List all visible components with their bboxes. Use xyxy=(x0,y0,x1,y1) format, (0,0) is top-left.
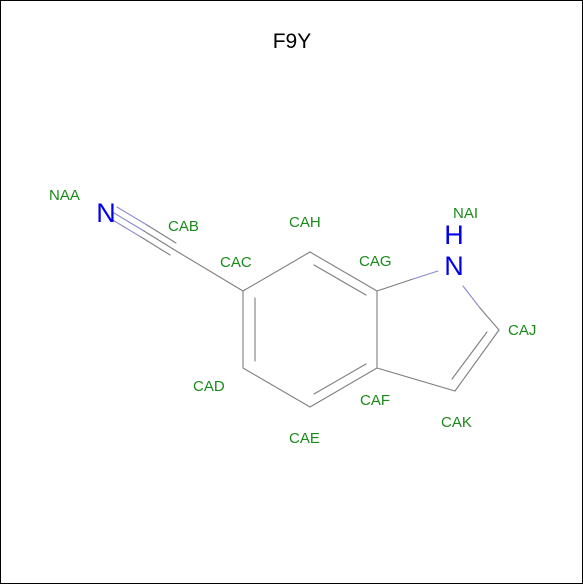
bond-caf-cae-inner xyxy=(313,363,367,395)
bond-naa-cab xyxy=(110,206,177,256)
bond-line xyxy=(146,224,177,244)
atom-label-cab: CAB xyxy=(168,218,199,235)
bond-cah-cag-inner xyxy=(313,264,367,296)
bond-line xyxy=(110,218,142,238)
bond-line xyxy=(143,230,174,250)
atom-label-cag: CAG xyxy=(359,253,392,270)
bond-nai-caj-c xyxy=(479,307,500,331)
atom-label-nai: NAI xyxy=(453,205,478,222)
ring-hydrogen-symbol: H xyxy=(444,220,464,250)
bond-line xyxy=(116,206,148,226)
bonds xyxy=(110,206,500,408)
bond-line xyxy=(113,212,145,232)
nitrile-nitrogen-symbol: N xyxy=(96,198,116,228)
atom-labels: NAA CAB CAC CAH CAG NAI CAJ CAD CAF CAK … xyxy=(49,187,536,447)
bond-caj-cak xyxy=(454,329,500,392)
bond-caj-cak-inner xyxy=(451,331,488,380)
bond-nai-caj-n xyxy=(462,285,481,309)
bond-line xyxy=(140,236,171,256)
atom-label-cad: CAD xyxy=(193,378,225,395)
atom-label-cae: CAE xyxy=(289,430,320,447)
atom-label-cac: CAC xyxy=(220,254,252,271)
bond-cac-cah xyxy=(242,251,311,292)
bond-caf-cae xyxy=(309,367,378,408)
atom-label-caj: CAJ xyxy=(508,322,536,339)
bond-cab-cac xyxy=(172,248,244,292)
bond-cag-nai-n xyxy=(412,270,439,280)
bond-cae-cad xyxy=(242,367,311,408)
atom-label-cak: CAK xyxy=(441,414,472,431)
bond-cah-cag xyxy=(309,251,378,292)
atom-label-cah: CAH xyxy=(289,214,321,231)
bond-cak-caf xyxy=(376,367,456,392)
molecule-title: F9Y xyxy=(273,30,312,53)
element-symbols: N H N xyxy=(96,198,464,281)
bond-cag-nai-c xyxy=(376,278,414,292)
atom-label-caf: CAF xyxy=(360,392,390,409)
ring-nitrogen-symbol: N xyxy=(444,251,464,281)
atom-label-naa: NAA xyxy=(49,187,80,204)
